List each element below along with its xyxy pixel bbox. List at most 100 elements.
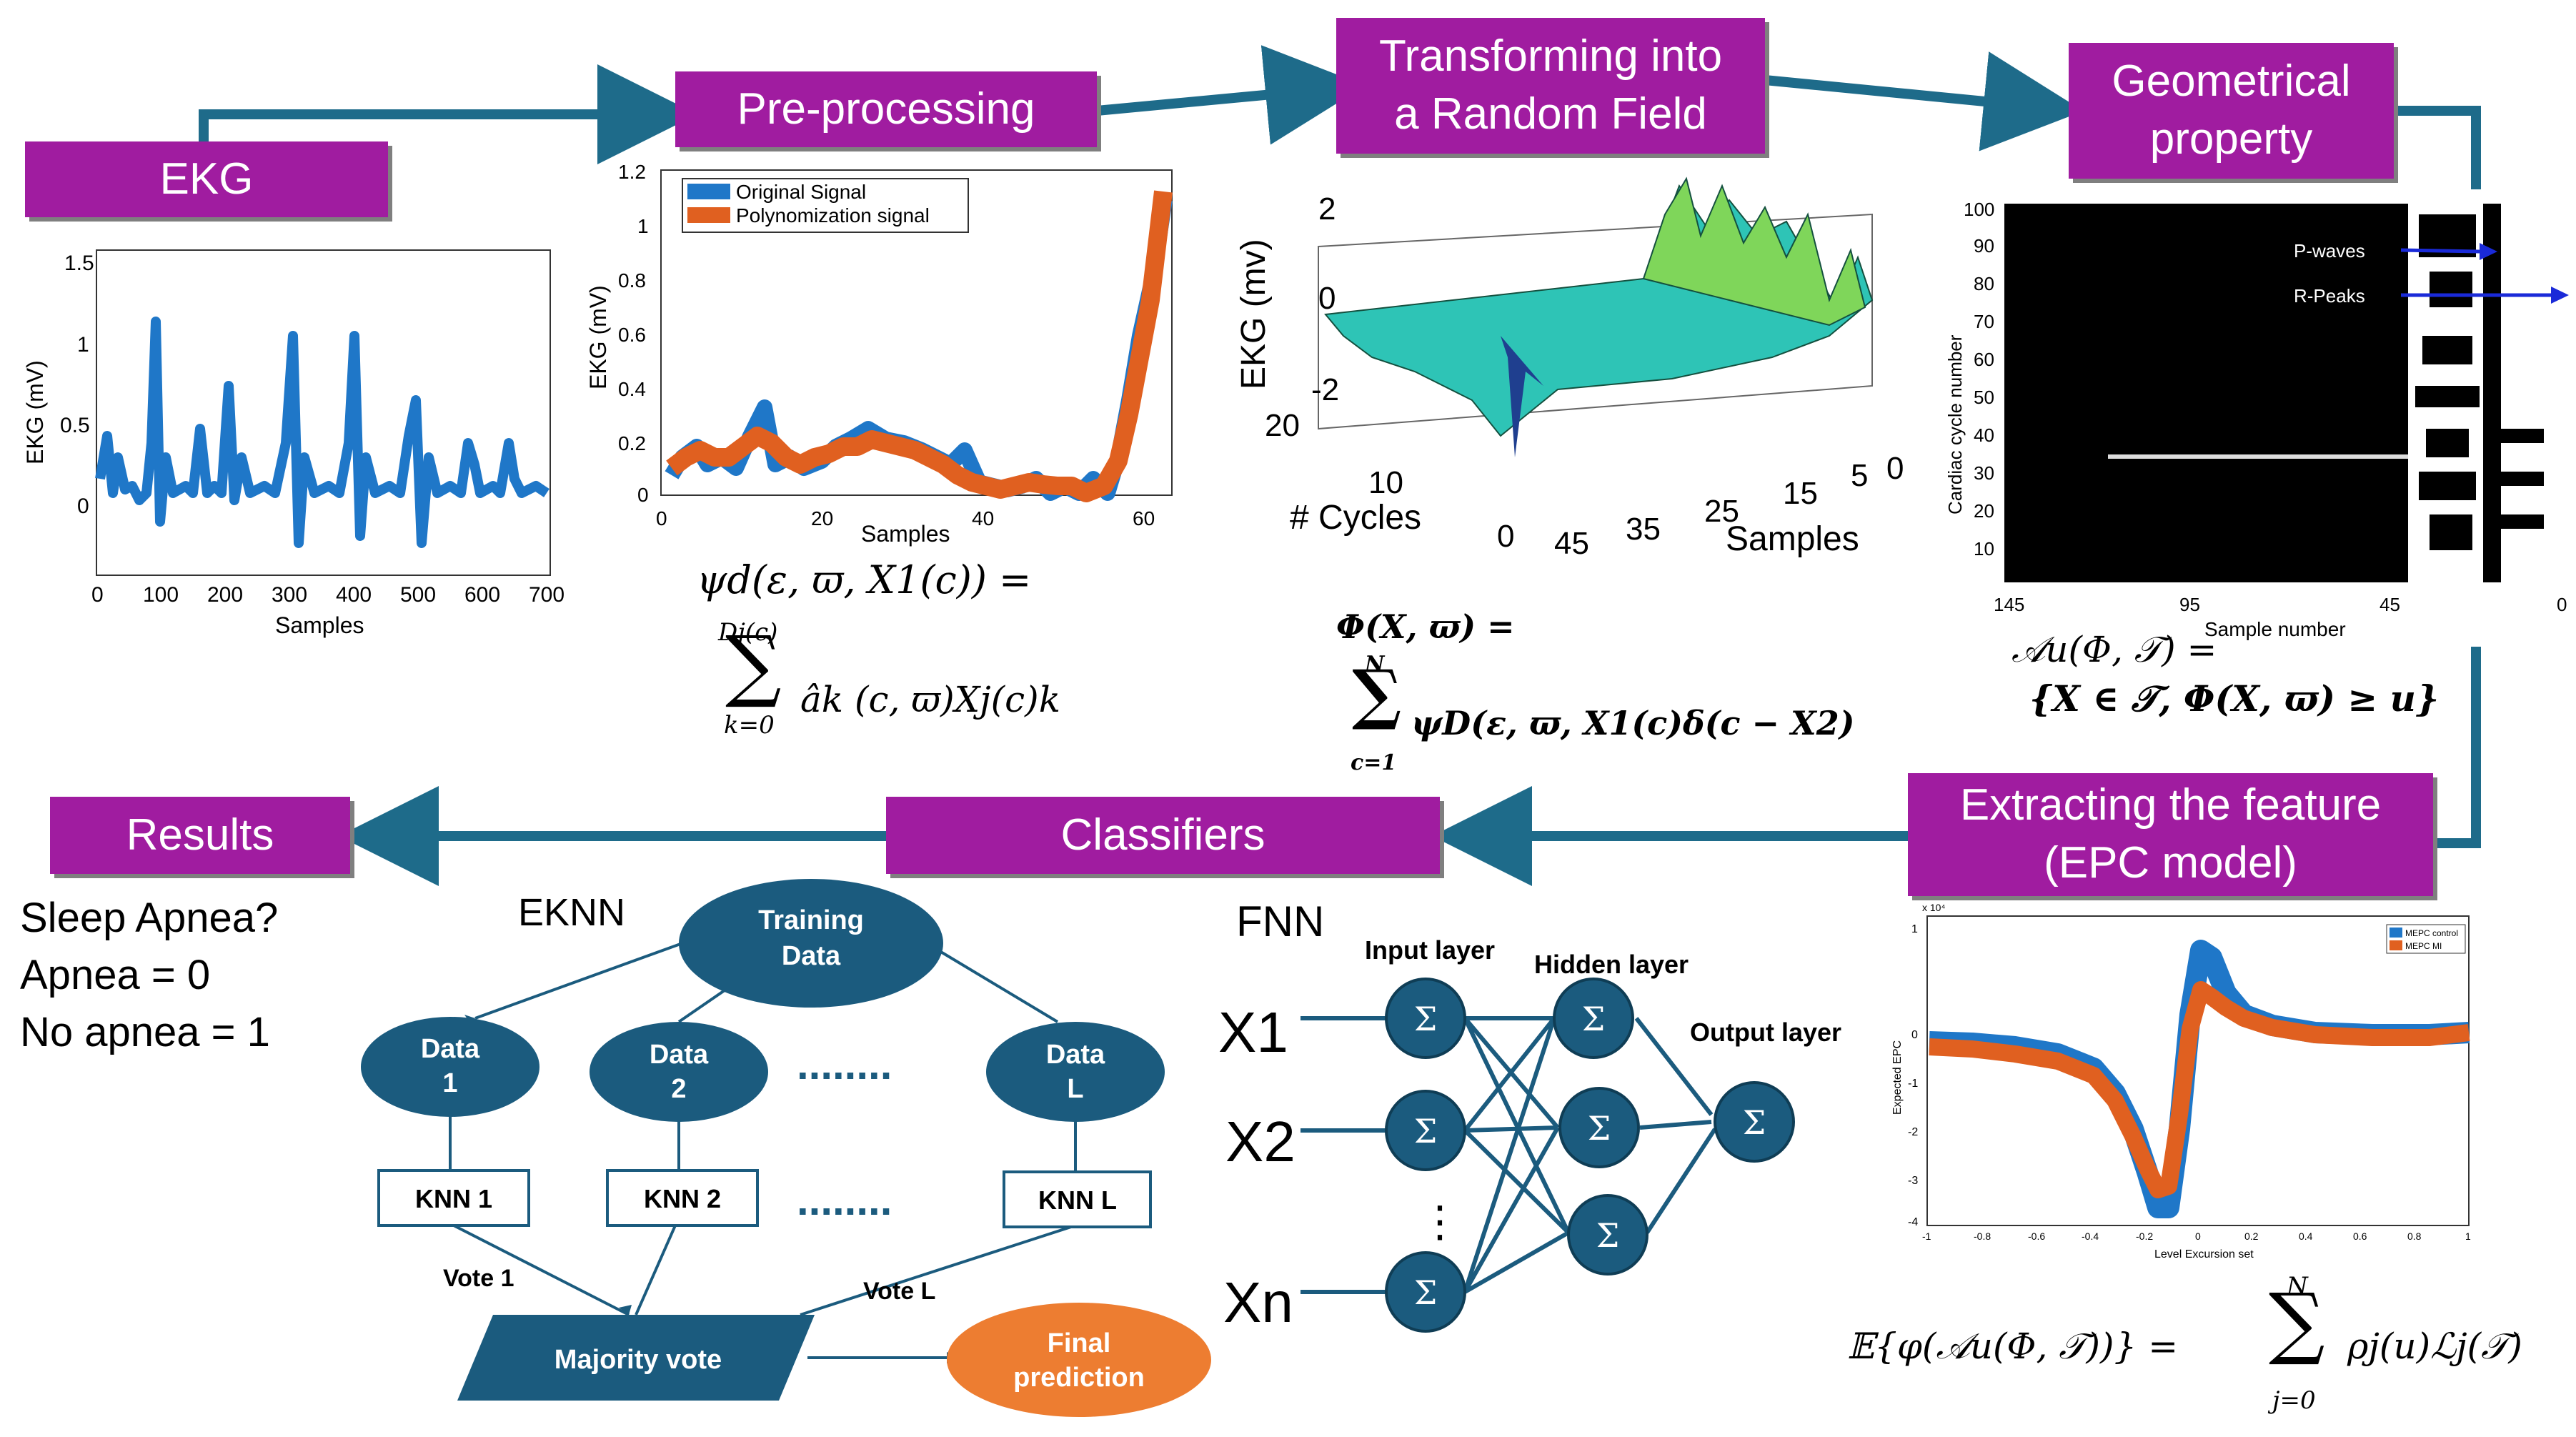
header-extracting: Extracting the feature (EPC model): [1908, 773, 2433, 896]
fnn-input-node-1: [1385, 978, 1466, 1059]
pre-legend-poly: Polynomization signal: [736, 204, 930, 227]
surface-cycles-tick-2: 0: [1497, 519, 1514, 554]
fnn-sigma-out: Σ: [1743, 1103, 1766, 1142]
eknn-data1-line1: Data: [421, 1034, 480, 1064]
equation-phi: Φ(X, ϖ) = N ∑ c=1 ψD(ε, ϖ, X1(c)δ(c − X2…: [1336, 607, 1855, 793]
pre-xlabel: Samples: [861, 521, 950, 547]
equation-epc-body: ρj(u)ℒj(𝒯): [2347, 1326, 2522, 1367]
fnn-output-layer: Output layer: [1690, 1018, 1841, 1047]
eknn-majority-node: [457, 1315, 815, 1401]
arrow-field-to-geo: [1764, 51, 2084, 151]
geo-ytick-7: 30: [1974, 462, 1994, 484]
epc-ytick-1: 0: [1911, 1029, 1918, 1041]
eknn-knn2-label: KNN 2: [644, 1184, 721, 1213]
equation-au: 𝒜u(Φ, 𝒯) = {X ∈ 𝒯, Φ(X, ϖ) ≥ u}: [2011, 629, 2440, 736]
header-extracting-line2: (EPC model): [2044, 838, 2297, 887]
fnn-hidden-node-3: [1567, 1194, 1648, 1276]
ekg-xtick-1: 100: [143, 583, 179, 607]
surface-ztick-0: 2: [1318, 192, 1336, 227]
epc-ytick-2: -1: [1908, 1078, 1918, 1090]
geo-annot-rpeaks: R-Peaks: [2294, 285, 2365, 307]
eknn-data2-line1: Data: [650, 1040, 709, 1070]
pre-legend-swatch-poly: [687, 207, 730, 223]
pre-ytick-0: 1.2: [618, 161, 646, 183]
eknn-training-node: [679, 879, 943, 1008]
surface-samples-tick-0: 45: [1554, 526, 1589, 561]
eknn-vote1: Vote 1: [443, 1265, 514, 1292]
eknn-data1-node: [361, 1017, 539, 1117]
geo-annot-pwaves: P-waves: [2294, 240, 2365, 262]
ekg-signal-line: [95, 317, 549, 548]
header-random-field-line1: Transforming into: [1378, 31, 1723, 81]
epc-xtick-9: 0.8: [2407, 1230, 2422, 1242]
geo-xlabel: Sample number: [2204, 618, 2346, 640]
fnn-sigma-in1: Σ: [1414, 1000, 1438, 1038]
geo-ytick-0: 100: [1964, 199, 1994, 220]
epc-exponent: x 10⁴: [1922, 902, 1945, 913]
arrow-geo-down: [2433, 647, 2481, 848]
epc-ytick-3: -2: [1908, 1126, 1918, 1138]
header-geometrical-line1: Geometrical: [2112, 56, 2351, 106]
eknn-voteL: Vote L: [863, 1278, 935, 1305]
fnn-sigma-inn: Σ: [1414, 1273, 1438, 1312]
equation-au-line2: {X ∈ 𝒯, Φ(X, ϖ) ≥ u}: [2029, 677, 2440, 720]
geo-ytick-4: 60: [1974, 349, 1994, 370]
header-random-field-line2: a Random Field: [1394, 89, 1707, 139]
surface-cycles-tick-1: 10: [1368, 465, 1403, 500]
equation-epc-lhs: 𝔼{φ(𝒜u(Φ, 𝒯))} =: [1847, 1326, 2179, 1367]
surface-ztick-2: -2: [1311, 372, 1339, 407]
surface-samples-tick-1: 35: [1626, 512, 1661, 547]
fnn-sigma-h1: Σ: [1582, 1000, 1606, 1038]
surface-samples-tick-2: 25: [1704, 494, 1739, 529]
pre-xtick-3: 60: [1133, 507, 1155, 529]
epc-legend-mi: MEPC MI: [2405, 941, 2442, 951]
epc-xlabel: Level Excursion set: [2154, 1248, 2254, 1261]
fnn-input-node-n: [1385, 1251, 1466, 1333]
pre-legend-box: [682, 178, 969, 233]
eknn-final-line1: Final: [1048, 1328, 1111, 1358]
results-apnea: Apnea = 0: [20, 952, 211, 998]
equation-epc-sum: ∑: [2269, 1276, 2325, 1368]
epc-xtick-3: -0.4: [2082, 1230, 2099, 1242]
equation-phi-lhs: Φ(X, ϖ) =: [1336, 607, 1515, 646]
eknn-knn1-box: [377, 1169, 530, 1227]
epc-xtick-6: 0.2: [2244, 1230, 2259, 1242]
epc-ytick-4: -3: [1908, 1175, 1918, 1187]
geo-ytick-6: 40: [1974, 424, 1994, 446]
geo-arrow-pwaves: [2400, 248, 2480, 254]
surface-samples-label: Samples: [1726, 520, 1859, 558]
eknn-dataL-line2: L: [1067, 1074, 1083, 1104]
epc-mi-line: [1929, 981, 2470, 1198]
header-random-field: Transforming into a Random Field: [1336, 18, 1765, 154]
eknn-dots-2: ........: [797, 1176, 892, 1224]
epc-xtick-10: 1: [2465, 1230, 2471, 1242]
surface-zlabel: EKG (mv): [1235, 239, 1273, 389]
equation-psi-sum: ∑: [725, 619, 782, 710]
header-ekg: EKG: [25, 141, 388, 217]
equation-epc-top: N: [2287, 1272, 2308, 1301]
ekg-xtick-2: 200: [207, 583, 243, 607]
header-geometrical: Geometrical property: [2069, 43, 2394, 179]
eknn-knn1-label: KNN 1: [415, 1184, 492, 1213]
eknn-final-node: [947, 1303, 1211, 1417]
fnn-vdots: ⋮: [1418, 1198, 1461, 1245]
eknn-knn2-box: [606, 1169, 759, 1227]
ekg-ytick-2: 1: [77, 333, 89, 357]
equation-au-line1: 𝒜u(Φ, 𝒯) =: [2011, 629, 2217, 670]
ekg-ylabel: EKG (mV): [22, 360, 48, 464]
equation-psi-bottom: k=0: [724, 711, 775, 740]
pre-xtick-2: 40: [972, 507, 994, 529]
fnn-hidden-node-1: [1553, 978, 1634, 1059]
ekg-xtick-0: 0: [91, 583, 104, 607]
eknn-data2-node: [590, 1022, 768, 1122]
eknn-final-line2: prediction: [1013, 1363, 1145, 1393]
equation-epc: 𝔼{φ(𝒜u(Φ, 𝒯))} = N ∑ j=0 ρj(u)ℒj(𝒯): [1847, 1272, 2569, 1429]
epc-ytick-5: -4: [1908, 1216, 1918, 1228]
arrow-geo-to-extract: [2397, 106, 2481, 189]
ekg-ytick-3: 0.5: [60, 414, 90, 437]
ekg-xlabel: Samples: [275, 612, 364, 638]
fnn-output-node: [1714, 1081, 1795, 1163]
results-question: Sleep Apnea?: [20, 895, 279, 941]
